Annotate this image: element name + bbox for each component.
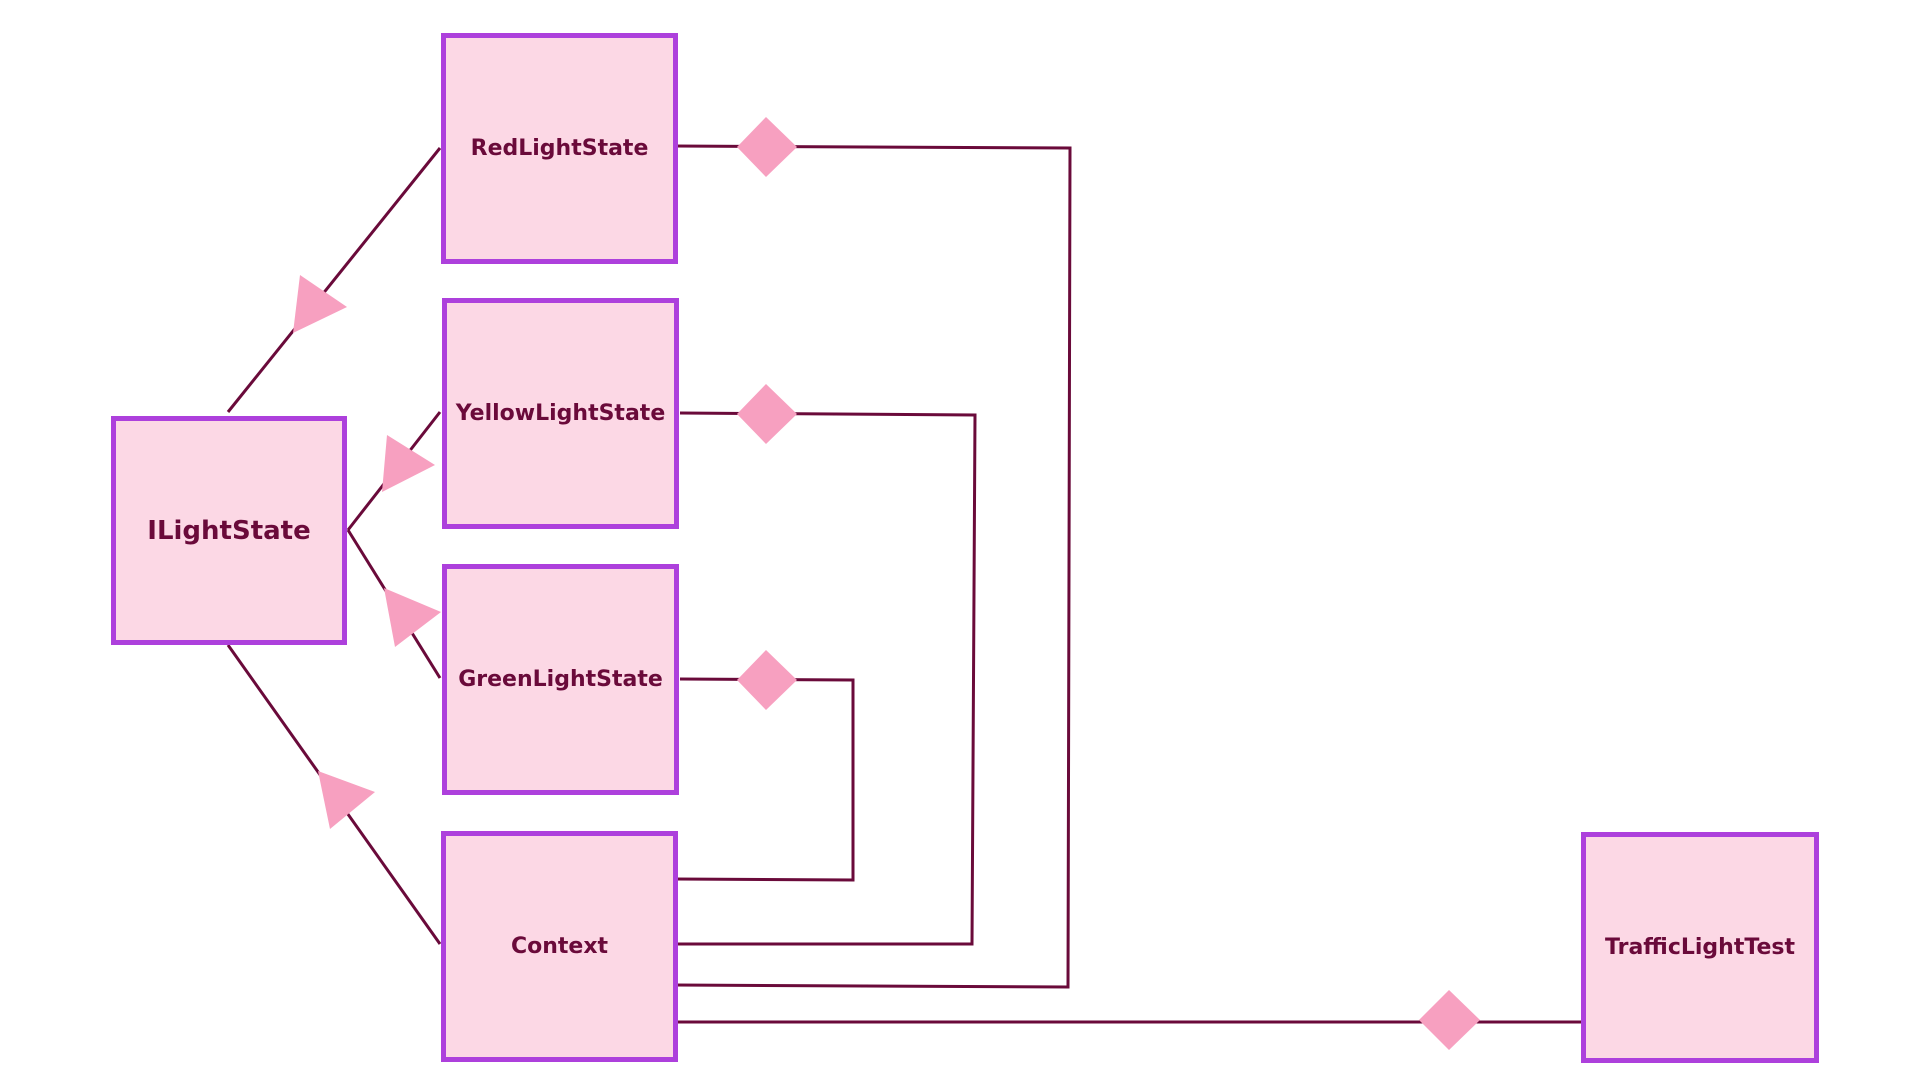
class-box-greenlightstate[interactable]: GreenLightState bbox=[442, 564, 679, 795]
class-box-trafficlighttest[interactable]: TrafficLightTest bbox=[1581, 832, 1819, 1063]
connector-green-to-context bbox=[674, 677, 855, 882]
composition-diamond-green bbox=[737, 650, 797, 710]
connector-red-to-context bbox=[674, 144, 1072, 989]
class-name-context: Context bbox=[510, 934, 609, 959]
class-name-yellowlightstate: YellowLightState bbox=[455, 401, 666, 426]
composition-diamond-red bbox=[737, 117, 797, 177]
composition-diamond-trafficlighttest bbox=[1419, 990, 1480, 1050]
class-name-ilightstate: ILightState bbox=[147, 515, 311, 546]
inheritance-arrow-red bbox=[293, 275, 347, 333]
class-name-trafficlighttest: TrafficLightTest bbox=[1605, 935, 1795, 960]
connector-red-to-ilightstate bbox=[226, 147, 442, 413]
class-box-redlightstate[interactable]: RedLightState bbox=[441, 33, 678, 264]
class-name-redlightstate: RedLightState bbox=[470, 136, 649, 161]
class-box-context[interactable]: Context bbox=[441, 831, 678, 1062]
class-box-ilightstate[interactable]: ILightState bbox=[111, 416, 347, 645]
inheritance-arrow-yellow bbox=[382, 435, 435, 492]
inheritance-arrow-green bbox=[384, 588, 441, 647]
class-name-greenlightstate: GreenLightState bbox=[458, 667, 663, 692]
class-box-yellowlightstate[interactable]: YellowLightState bbox=[442, 298, 679, 529]
inheritance-arrow-context bbox=[318, 771, 375, 829]
composition-diamond-yellow bbox=[737, 384, 797, 444]
connector-yellow-to-context bbox=[675, 411, 977, 946]
